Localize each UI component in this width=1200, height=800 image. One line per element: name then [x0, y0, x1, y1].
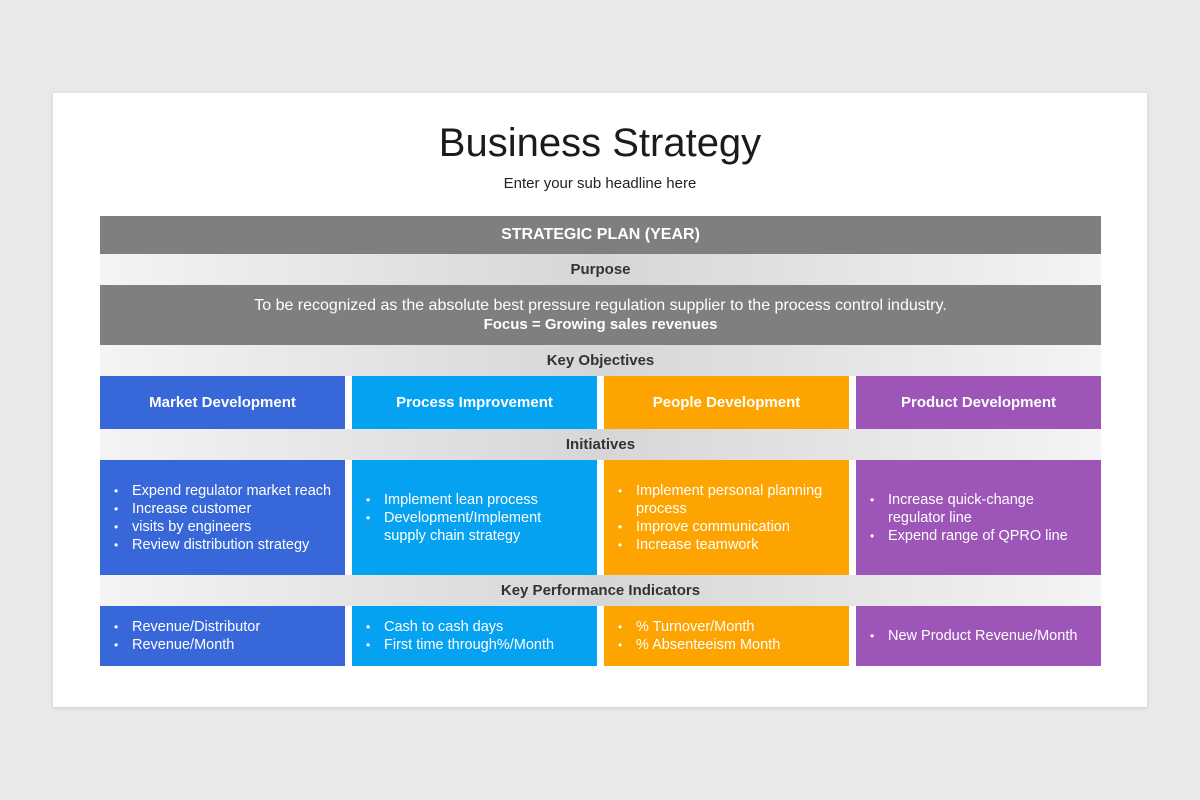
bullet-list: Revenue/Distributor Revenue/Month	[114, 618, 260, 654]
objective-process-improvement: Process Improvement	[352, 376, 597, 429]
list-item: Increase customer	[114, 500, 331, 518]
initiatives-product: Increase quick-change regulator line Exp…	[856, 460, 1101, 575]
kpi-label: Key Performance Indicators	[100, 575, 1101, 606]
bullet-list: Cash to cash days First time through%/Mo…	[366, 618, 554, 654]
purpose-text: To be recognized as the absolute best pr…	[254, 297, 947, 314]
bullet-list: Increase quick-change regulator line Exp…	[870, 491, 1089, 545]
list-item: Increase quick-change regulator line	[870, 491, 1089, 527]
objective-product-development: Product Development	[856, 376, 1101, 429]
list-item: Implement personal planning process	[618, 482, 837, 518]
list-item: First time through%/Month	[366, 636, 554, 654]
bullet-list: Implement lean process Development/Imple…	[366, 491, 585, 545]
initiatives-process: Implement lean process Development/Imple…	[352, 460, 597, 575]
list-item: % Turnover/Month	[618, 618, 780, 636]
bullet-list: Implement personal planning process Impr…	[618, 482, 837, 554]
list-item: Implement lean process	[366, 491, 585, 509]
bullet-list: New Product Revenue/Month	[870, 627, 1077, 645]
kpi-people: % Turnover/Month % Absenteeism Month	[604, 606, 849, 666]
list-item: Revenue/Distributor	[114, 618, 260, 636]
plan-header: STRATEGIC PLAN (YEAR)	[100, 216, 1101, 254]
list-item: Development/Implement supply chain strat…	[366, 509, 585, 545]
slide-title: Business Strategy	[438, 121, 762, 165]
initiatives-people: Implement personal planning process Impr…	[604, 460, 849, 575]
list-item: visits by engineers	[114, 518, 331, 536]
kpi-product: New Product Revenue/Month	[856, 606, 1101, 666]
objectives-label: Key Objectives	[100, 345, 1101, 376]
list-item: % Absenteeism Month	[618, 636, 780, 654]
focus-text: Focus = Growing sales revenues	[483, 316, 718, 333]
initiatives-row: Expend regulator market reach Increase c…	[100, 460, 1101, 575]
list-item: Revenue/Month	[114, 636, 260, 654]
kpi-market: Revenue/Distributor Revenue/Month	[100, 606, 345, 666]
list-item: Improve communication	[618, 518, 837, 536]
bullet-list: Expend regulator market reach Increase c…	[114, 482, 331, 554]
list-item: Review distribution strategy	[114, 536, 331, 554]
slide: Business Strategy Enter your sub headlin…	[53, 93, 1147, 707]
list-item: Expend range of QPRO line	[870, 527, 1089, 545]
list-item: New Product Revenue/Month	[870, 627, 1077, 645]
objective-people-development: People Development	[604, 376, 849, 429]
kpi-row: Revenue/Distributor Revenue/Month Cash t…	[100, 606, 1101, 666]
objective-market-development: Market Development	[100, 376, 345, 429]
kpi-process: Cash to cash days First time through%/Mo…	[352, 606, 597, 666]
initiatives-label: Initiatives	[100, 429, 1101, 460]
list-item: Expend regulator market reach	[114, 482, 331, 500]
list-item: Cash to cash days	[366, 618, 554, 636]
slide-subtitle: Enter your sub headline here	[503, 175, 697, 192]
strategy-table: STRATEGIC PLAN (YEAR) Purpose To be reco…	[100, 216, 1101, 666]
purpose-label: Purpose	[100, 254, 1101, 285]
initiatives-market: Expend regulator market reach Increase c…	[100, 460, 345, 575]
list-item: Increase teamwork	[618, 536, 837, 554]
purpose-box: To be recognized as the absolute best pr…	[100, 285, 1101, 345]
bullet-list: % Turnover/Month % Absenteeism Month	[618, 618, 780, 654]
objectives-row: Market Development Process Improvement P…	[100, 376, 1101, 429]
